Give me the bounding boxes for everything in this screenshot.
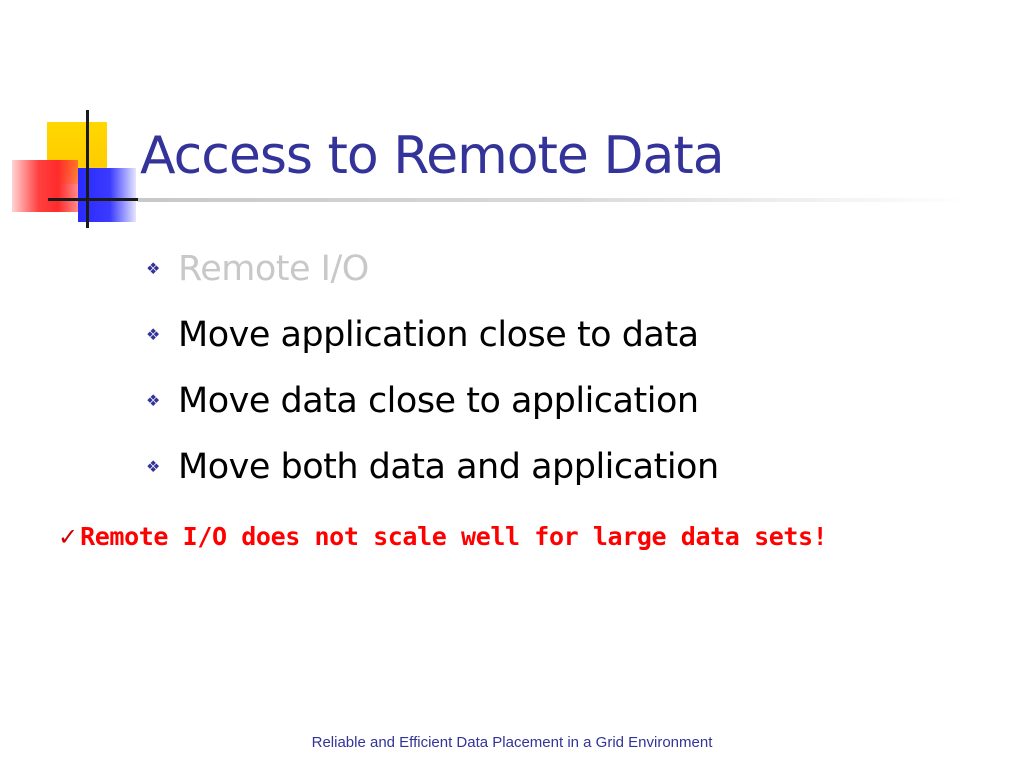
- bullet-text: Move both data and application: [178, 447, 719, 487]
- decorative-logo: [0, 0, 150, 240]
- slide-title: Access to Remote Data: [140, 126, 725, 186]
- bullet-item: ❖ Move both data and application: [146, 434, 719, 500]
- callout-text: Remote I/O does not scale well for large…: [80, 522, 828, 551]
- bullet-item: ❖ Remote I/O: [146, 236, 719, 302]
- bullet-item: ❖ Move data close to application: [146, 368, 719, 434]
- logo-red-square: [12, 160, 78, 212]
- bullet-list: ❖ Remote I/O ❖ Move application close to…: [146, 236, 719, 500]
- logo-horizontal-line: [48, 198, 138, 201]
- bullet-text: Remote I/O: [178, 249, 369, 289]
- diamond-cluster-bullet-icon: ❖: [146, 457, 161, 476]
- bullet-item: ❖ Move application close to data: [146, 302, 719, 368]
- footer-text: Reliable and Efficient Data Placement in…: [311, 734, 713, 751]
- diamond-cluster-bullet-icon: ❖: [146, 259, 161, 278]
- title-underline: [138, 198, 968, 202]
- callout: ✓ Remote I/O does not scale well for lar…: [58, 522, 828, 551]
- logo-vertical-line: [86, 110, 89, 228]
- checkmark-icon: ✓: [58, 523, 79, 551]
- diamond-cluster-bullet-icon: ❖: [146, 325, 161, 344]
- slide-footer: Reliable and Efficient Data Placement in…: [0, 734, 1024, 751]
- diamond-cluster-bullet-icon: ❖: [146, 391, 161, 410]
- bullet-text: Move data close to application: [178, 381, 699, 421]
- bullet-text: Move application close to data: [178, 315, 699, 355]
